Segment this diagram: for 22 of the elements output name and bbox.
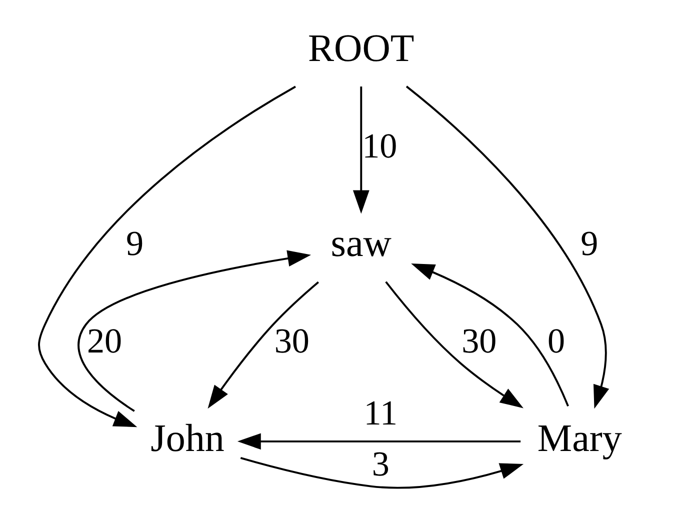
arrow xyxy=(406,86,610,409)
arrow xyxy=(38,86,296,428)
arrow xyxy=(385,281,524,408)
arrow xyxy=(411,264,569,407)
arrow xyxy=(237,433,521,450)
edge-label: 30 xyxy=(274,321,310,360)
arrow xyxy=(352,86,370,214)
node-text: saw xyxy=(330,222,392,266)
edge-label: 0 xyxy=(547,321,566,360)
edge-label: 10 xyxy=(362,126,398,166)
node-text: ROOT xyxy=(308,26,414,70)
arrow xyxy=(78,250,312,412)
arrow xyxy=(240,457,524,489)
edge-label: 11 xyxy=(364,394,398,433)
edge-label: 20 xyxy=(87,321,122,360)
edge-label: 3 xyxy=(372,444,390,484)
edge-label: 9 xyxy=(580,224,598,263)
edge-label: 30 xyxy=(462,321,497,360)
node-text: Mary xyxy=(537,417,622,460)
node-text: John xyxy=(150,417,224,460)
edge-label: 9 xyxy=(126,224,144,263)
arrow xyxy=(208,281,319,409)
